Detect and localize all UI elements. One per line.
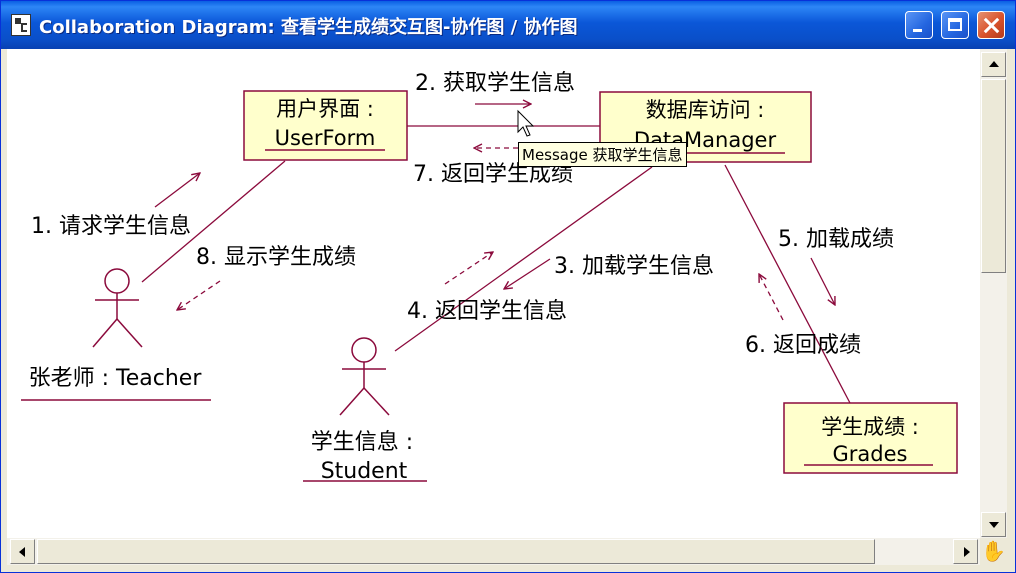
object-userform-class: UserForm (275, 126, 376, 150)
msg-label-2[interactable]: 2. 获取学生信息 (415, 71, 575, 96)
link-teacher-userform[interactable] (141, 160, 286, 283)
object-userform[interactable]: 用户界面 : UserForm (243, 90, 408, 161)
association-links (141, 125, 851, 404)
msg-arrow-5[interactable] (810, 257, 835, 305)
window-title: Collaboration Diagram: 查看学生成绩交互图-协作图 / 协… (39, 17, 578, 38)
msg-label-8[interactable]: 8. 显示学生成绩 (196, 245, 356, 270)
diagram-icon[interactable] (11, 14, 31, 36)
link-student-datamanager[interactable] (394, 166, 653, 352)
collaboration-diagram: 用户界面 : UserForm 数据库访问 : DataManager 学生成绩… (21, 71, 958, 484)
link-datamanager-grades[interactable] (724, 164, 851, 404)
scroll-down-button[interactable] (981, 512, 1006, 537)
maximize-button[interactable] (941, 11, 969, 39)
actor-student-name: 学生信息 : (311, 430, 413, 455)
stick-figure-icon (339, 337, 390, 416)
actor-teacher[interactable]: 张老师 : Teacher (21, 268, 211, 401)
scroll-up-button[interactable] (981, 52, 1006, 77)
msg-arrow-6[interactable] (759, 274, 784, 321)
scroll-right-button[interactable] (953, 539, 978, 564)
actor-student-class: Student (321, 459, 408, 484)
msg-arrow-1[interactable] (154, 173, 200, 208)
object-grades[interactable]: 学生成绩 : Grades (783, 402, 958, 474)
close-button[interactable] (977, 11, 1005, 39)
msg-arrow-8[interactable] (177, 280, 221, 310)
horizontal-scrollbar[interactable] (7, 538, 980, 565)
vertical-scrollbar[interactable] (980, 49, 1007, 538)
msg-arrow-3[interactable] (504, 258, 551, 289)
horizontal-scroll-thumb[interactable] (37, 539, 875, 564)
actor-student[interactable]: 学生信息 : Student (303, 337, 427, 484)
msg-label-6[interactable]: 6. 返回成绩 (745, 333, 861, 358)
scroll-left-button[interactable] (10, 539, 35, 564)
actor-teacher-label: 张老师 : Teacher (29, 366, 203, 391)
pan-hand-icon[interactable]: ✋ (980, 538, 1007, 565)
title-bar[interactable]: Collaboration Diagram: 查看学生成绩交互图-协作图 / 协… (1, 1, 1015, 49)
msg-label-5[interactable]: 5. 加载成绩 (778, 227, 894, 252)
msg-label-3[interactable]: 3. 加载学生信息 (554, 254, 714, 279)
message-tooltip: Message 获取学生信息 (518, 142, 687, 167)
object-datamanager-name: 数据库访问 : (646, 98, 765, 122)
stick-figure-icon (92, 268, 143, 348)
vertical-scroll-thumb[interactable] (981, 79, 1006, 273)
msg-label-4[interactable]: 4. 返回学生信息 (407, 299, 567, 324)
diagram-canvas[interactable]: 用户界面 : UserForm 数据库访问 : DataManager 学生成绩… (7, 49, 980, 538)
minimize-button[interactable] (905, 11, 933, 39)
mouse-pointer-icon (517, 109, 535, 137)
object-grades-class: Grades (833, 442, 908, 466)
msg-arrow-4[interactable] (444, 252, 493, 285)
object-grades-name: 学生成绩 : (821, 415, 919, 439)
msg-label-1[interactable]: 1. 请求学生信息 (31, 214, 191, 239)
message-arrows (154, 104, 835, 321)
object-userform-name: 用户界面 : (276, 97, 374, 121)
object-datamanager[interactable]: 数据库访问 : DataManager (599, 91, 812, 163)
